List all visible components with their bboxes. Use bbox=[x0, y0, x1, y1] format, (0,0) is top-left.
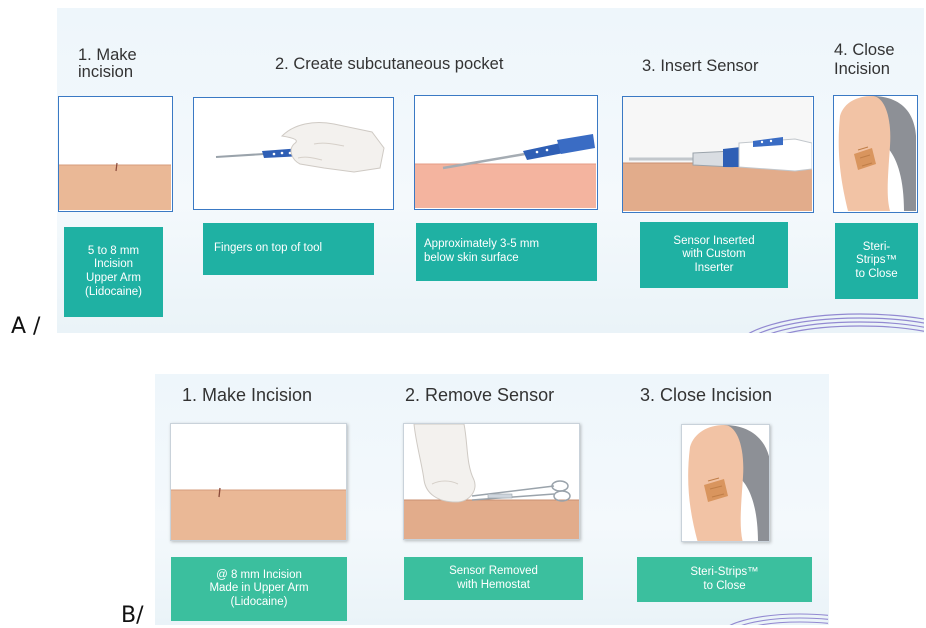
step-b3-caption-text: Steri-Strips™ to Close bbox=[690, 566, 758, 593]
step-a1-caption-text: 5 to 8 mm Incision Upper Arm (Lidocaine) bbox=[85, 245, 142, 299]
step-a4-image bbox=[622, 96, 814, 213]
step-a3-caption: Approximately 3-5 mm below skin surface bbox=[416, 223, 597, 281]
step-b3-caption: Steri-Strips™ to Close bbox=[637, 557, 812, 602]
step-a5-image bbox=[833, 95, 918, 213]
step-a2-caption-text: Fingers on top of tool bbox=[214, 242, 322, 256]
scalpel-in-hand-illustration bbox=[194, 98, 392, 208]
pocket-tool-illustration bbox=[415, 96, 596, 208]
panel-b-label: B/ bbox=[121, 603, 144, 628]
step-a5-caption-text: Steri- Strips™ to Close bbox=[855, 241, 897, 282]
step-a3-caption-text: Approximately 3-5 mm below skin surface bbox=[424, 238, 539, 265]
step-a1-image bbox=[58, 96, 173, 212]
step-b2-image bbox=[403, 423, 580, 540]
step-a3-title: 3. Insert Sensor bbox=[642, 58, 758, 75]
step-a2-caption: Fingers on top of tool bbox=[203, 223, 374, 275]
step-b2-caption: Sensor Removed with Hemostat bbox=[404, 557, 583, 600]
step-b3-image bbox=[681, 424, 770, 542]
hemostat-illustration bbox=[404, 424, 580, 540]
step-b1-title: 1. Make Incision bbox=[182, 386, 312, 405]
step-b1-image bbox=[170, 423, 347, 541]
step-b1-caption: @ 8 mm Incision Made in Upper Arm (Lidoc… bbox=[171, 557, 347, 621]
step-a5-caption: Steri- Strips™ to Close bbox=[835, 223, 918, 299]
step-a3-image bbox=[414, 95, 598, 210]
step-a2-image bbox=[193, 97, 394, 210]
bandaged-arm-illustration bbox=[834, 96, 916, 211]
step-a4-title: 4. Close Incision bbox=[834, 41, 895, 79]
sensor-inserter-illustration bbox=[623, 97, 812, 211]
step-a4-caption: Sensor Inserted with Custom Inserter bbox=[640, 222, 788, 288]
decorative-swirl-b bbox=[710, 606, 828, 625]
skin-incision-illustration bbox=[171, 424, 347, 541]
step-b2-title: 2. Remove Sensor bbox=[405, 386, 554, 405]
panel-a-label: A / bbox=[11, 314, 40, 339]
step-a1-caption: 5 to 8 mm Incision Upper Arm (Lidocaine) bbox=[64, 227, 163, 317]
step-a4-caption-text: Sensor Inserted with Custom Inserter bbox=[673, 235, 754, 276]
step-b1-caption-text: @ 8 mm Incision Made in Upper Arm (Lidoc… bbox=[209, 569, 308, 610]
step-a2-title: 2. Create subcutaneous pocket bbox=[275, 56, 503, 73]
step-b3-title: 3. Close Incision bbox=[640, 386, 772, 405]
bandaged-arm-illustration bbox=[682, 425, 770, 542]
step-a1-title: 1. Make incision bbox=[78, 47, 137, 82]
step-b2-caption-text: Sensor Removed with Hemostat bbox=[449, 565, 538, 592]
skin-incision-illustration bbox=[59, 97, 171, 210]
